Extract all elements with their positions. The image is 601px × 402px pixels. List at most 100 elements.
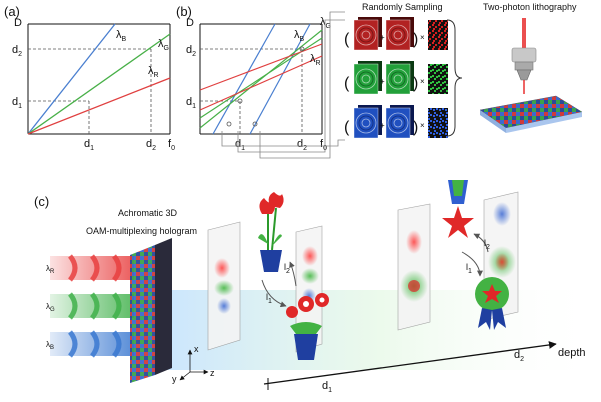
hologram-plate (385, 63, 411, 95)
sampling-open-paren: ( (344, 75, 350, 92)
depth-axis (263, 341, 557, 385)
laser-beam (522, 18, 526, 48)
hologram-ring (358, 27, 374, 43)
panel-b-intersection-d1 (237, 98, 243, 104)
hologram-ring (355, 68, 377, 90)
plane-d2-front (397, 203, 431, 331)
beam-wavefront (111, 254, 122, 282)
beam-wavefront (89, 292, 100, 320)
daisy-center-2 (319, 297, 325, 303)
blur-flower-front (214, 258, 230, 278)
beam-label: λB (46, 340, 54, 351)
sampling-times: × (420, 77, 425, 86)
depth-d1-label: d1 (322, 380, 332, 394)
sampling-open-paren: ( (344, 119, 350, 136)
panel-b-line-red-2 (199, 43, 323, 91)
coordinate-axes: x z y (172, 344, 215, 384)
sampling-row: (+)× (344, 61, 448, 95)
objective-body (511, 47, 537, 63)
hologram-ring (361, 74, 371, 84)
hologram-ring (355, 24, 377, 46)
panel-b-y-axis-label: D (186, 17, 194, 29)
tulip-pot-object (258, 192, 284, 272)
star-shape (442, 206, 474, 238)
panel-b-connector-2 (259, 11, 345, 159)
panel-b-connector-3 (221, 131, 345, 147)
medal-ribbon-left (478, 308, 492, 330)
beam-wavefront (89, 254, 100, 282)
blur-flower-back (302, 246, 318, 266)
oam-arrow-l1-first (261, 279, 287, 308)
panel-b-f0-label: f0 (320, 138, 327, 152)
axis-z-label: z (210, 368, 215, 378)
panel-b-line-blue-2 (249, 23, 311, 135)
plane-d1-front (207, 221, 241, 351)
star-ribbon-object (442, 180, 474, 238)
blur-star-front (406, 230, 422, 254)
panel-a-line-red (27, 77, 171, 135)
beam-label: λR (46, 264, 55, 275)
panel-b-label: (b) (176, 4, 192, 19)
beam-wavefront (67, 254, 78, 282)
metasurface-side (155, 238, 172, 375)
panel-a-y-axis-label: D (14, 17, 22, 29)
sampling-rows: (+)×(+)×(+)× (344, 17, 448, 139)
beam-wavefront (89, 330, 100, 358)
axis-y-arrow (179, 371, 191, 381)
hologram-ring (393, 30, 403, 40)
panel-a-lambda-g-label: λG (158, 38, 169, 52)
sampling-block: Randomly Sampling (+)×(+)×(+)× (344, 2, 463, 139)
ribbon-stripe (452, 180, 464, 196)
sampling-plus: + (380, 121, 385, 130)
hologram-ring (387, 24, 409, 46)
metasurface-face (130, 245, 155, 383)
sampling-plus: + (380, 77, 385, 86)
sampling-row: (+)× (344, 17, 448, 51)
panel-b-intersection-low-1 (226, 121, 232, 127)
hologram-ring (358, 115, 374, 131)
hologram-ring (390, 71, 406, 87)
tulip-leaf-1 (258, 234, 268, 244)
beam-wavefront (111, 292, 122, 320)
daisy-center-1 (303, 301, 309, 307)
objective-tip (516, 69, 532, 81)
hologram-ring (387, 68, 409, 90)
oam-arrow-l1-second (461, 251, 483, 277)
axis-x-label: x (194, 344, 199, 354)
panel-a-label: (a) (4, 4, 20, 19)
beam-wavefront (111, 330, 122, 358)
panel-b-connector-1 (237, 19, 345, 153)
blur-pot-front (217, 298, 231, 314)
panel-a-lambda-r-label: λR (148, 65, 159, 79)
objective-mid (514, 61, 534, 71)
panel-a: (a) D d2 d1 d1 d2 f0 λB λG λR (4, 4, 175, 152)
panel-a-line-blue (27, 23, 116, 135)
hologram-ring (361, 30, 371, 40)
hologram-ring (387, 112, 409, 134)
input-beam: λB (46, 330, 134, 358)
panel-a-line-green (27, 33, 171, 135)
panel-a-x-d2-label: d2 (146, 138, 156, 152)
sampling-times: × (420, 121, 425, 130)
hologram-ring (361, 118, 371, 128)
hologram-plate (385, 107, 411, 139)
hologram-ring (390, 27, 406, 43)
panel-a-f0-label: f0 (168, 138, 175, 152)
hologram-plate (353, 19, 379, 51)
hologram-ring (393, 118, 403, 128)
panel-b: (b) D d2 d1 d1 d2 f0 λB λG λR (176, 4, 345, 159)
panel-b-intersection-low-2 (252, 121, 258, 127)
lithography-block: Two-photon lithography (479, 2, 583, 133)
oam-l1-label-second: l1 (466, 262, 472, 275)
hologram-plate (353, 107, 379, 139)
random-mask (428, 108, 448, 138)
medal-object (475, 277, 509, 330)
beam-wavefront (67, 330, 78, 358)
sampling-right-brace (446, 19, 463, 137)
sampling-open-paren: ( (344, 31, 350, 48)
input-beam: λR (46, 254, 134, 282)
hologram-ring (393, 74, 403, 84)
panel-a-x-d1-label: d1 (84, 138, 94, 152)
oam-l2-label-second: l2 (484, 238, 490, 251)
